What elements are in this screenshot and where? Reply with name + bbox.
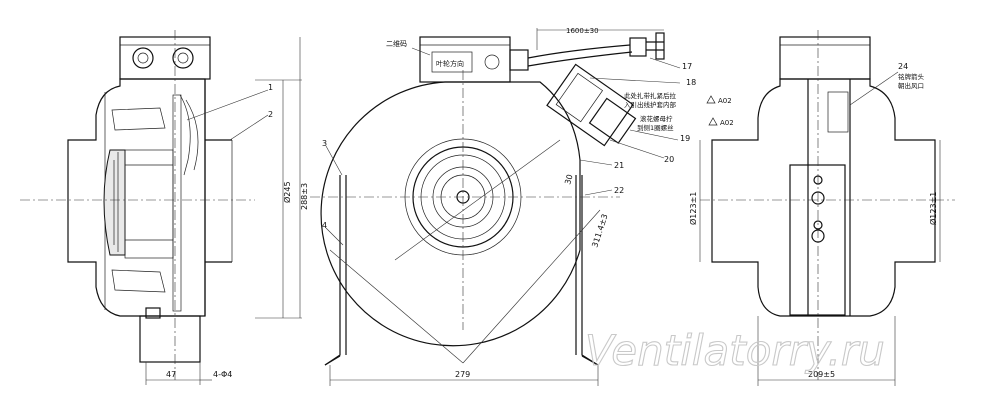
terminal-box-front [419, 36, 511, 83]
warning-triangle-icon [706, 95, 716, 104]
dim-47: 47 [166, 370, 176, 379]
dim-cable: 1600±30 [566, 27, 599, 35]
callout-17: 17 [682, 62, 692, 71]
dim-holes: 4-Φ4 [213, 370, 232, 379]
watermark: Ventilatorry.ru [585, 326, 885, 375]
callout-2: 2 [268, 110, 273, 119]
note-wire-1: 此处扎带扎紧后拉 [624, 91, 677, 100]
note-label-1: 铭牌箭头 [898, 72, 925, 81]
note-label-2: 朝出风口 [898, 81, 924, 90]
front-view: 叶轮方向 二维码 1600±30 17 [310, 27, 734, 386]
stand-left [324, 175, 347, 366]
dim-209: 209±5 [808, 370, 835, 379]
nameplate-back [827, 91, 849, 133]
warning-triangle-icon [708, 117, 718, 126]
dim-288: 288±3 [300, 183, 309, 210]
callout-24: 24 [898, 62, 908, 71]
callout-21: 21 [614, 161, 624, 170]
right-back-view: 24 铭牌箭头 朝出风口 Ø123±1 Ø123±1 209±5 [688, 30, 955, 386]
note-nut-1: 滚花螺母拧 [640, 114, 673, 123]
terminal-box-back [779, 36, 871, 80]
dim-30: 30 [563, 173, 574, 185]
dim-311: 311.4±3 [590, 213, 609, 249]
dim-245: Ø245 [282, 181, 292, 203]
ref-a02-2: A02 [720, 119, 734, 127]
nameplate-text: 叶轮方向 [436, 59, 464, 68]
dim-279: 279 [455, 370, 470, 379]
callout-4: 4 [322, 221, 327, 230]
qr-label: 二维码 [386, 39, 407, 48]
note-wire-2: 入引出线护套内部 [624, 100, 677, 109]
plug-icon [629, 32, 665, 60]
callout-19: 19 [680, 134, 690, 143]
note-nut-2: 到侧1圈螺丝 [637, 123, 674, 132]
callout-20: 20 [664, 155, 674, 164]
callout-22: 22 [614, 186, 624, 195]
scroll-housing [320, 81, 581, 347]
ref-a02-1: A02 [718, 97, 732, 105]
dim-123-right: Ø123±1 [928, 192, 938, 225]
mounting-foot [139, 315, 201, 363]
callout-18: 18 [686, 78, 696, 87]
mounting-plate [789, 164, 846, 316]
callout-3: 3 [322, 139, 327, 148]
dim-123-left: Ø123±1 [688, 192, 698, 225]
callout-1: 1 [268, 83, 273, 92]
left-side-view: 1 2 Ø245 288±3 47 4-Φ4 [20, 30, 309, 385]
cable-gland-icon [172, 47, 194, 69]
cable-gland-icon [132, 47, 154, 69]
